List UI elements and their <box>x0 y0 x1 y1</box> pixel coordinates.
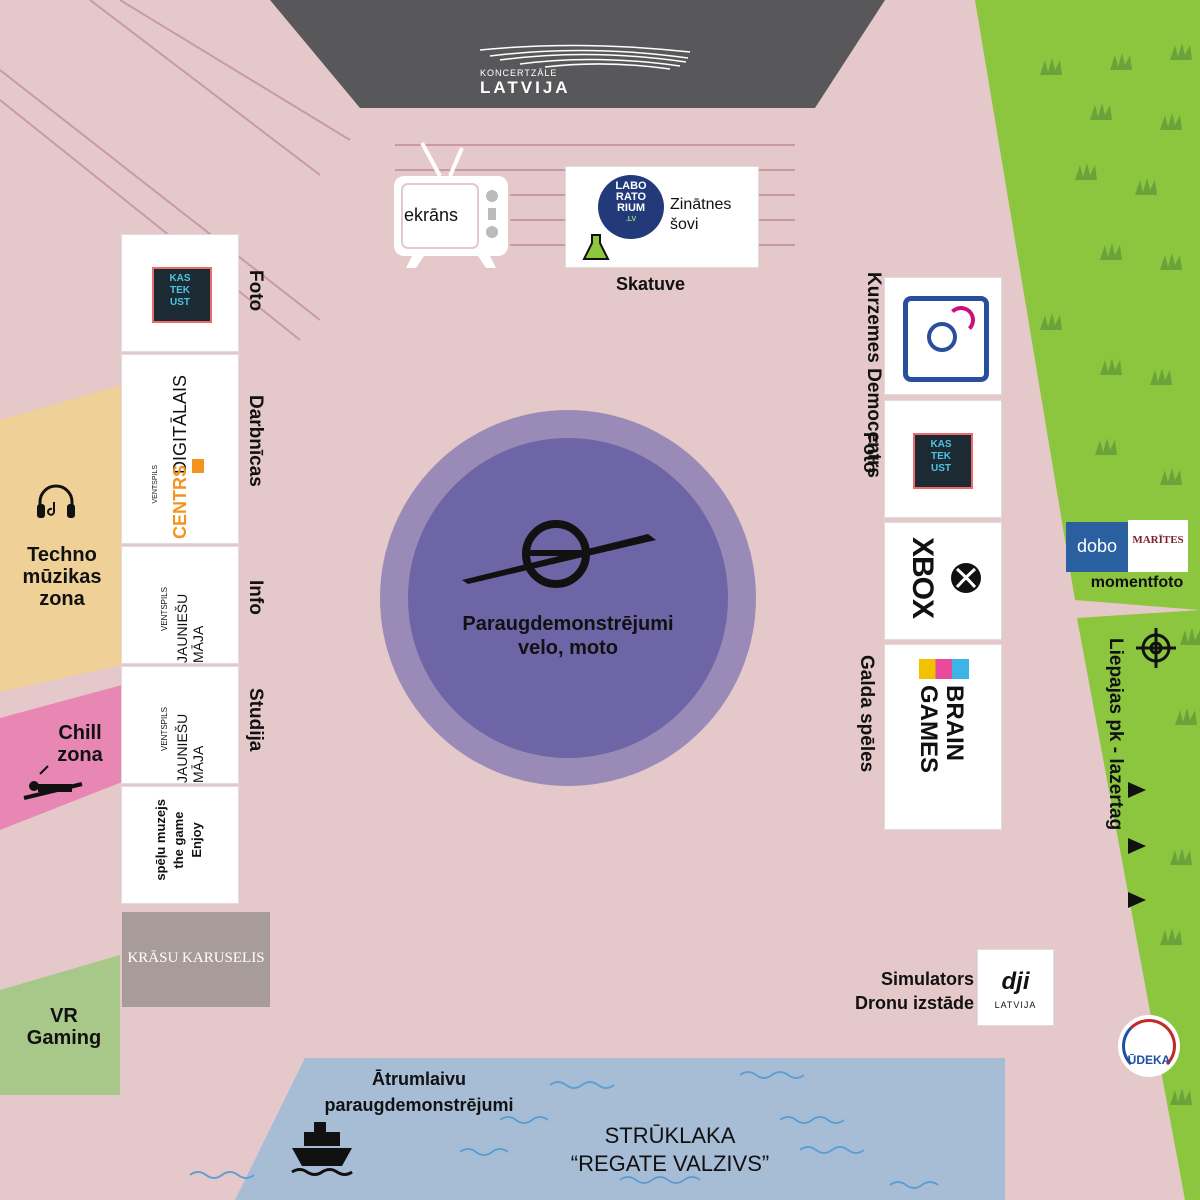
ship-icon <box>291 1122 353 1176</box>
democentrs-logo <box>903 296 989 382</box>
digitalais-logo-small: VENTSPILS <box>152 465 159 504</box>
chill-zone-label: Chill zona <box>57 722 103 766</box>
kurzemes-label: Kurzemes Democentrs <box>863 272 884 478</box>
techno-zone-area <box>0 385 122 692</box>
xbox-icon <box>951 563 981 593</box>
fountain-label: STRŪKLAKA “REGATE VALZIVS” <box>570 1123 770 1176</box>
vr-zone-area <box>0 955 120 1095</box>
digitalais-logo-top: DIGITĀLAIS <box>170 375 190 475</box>
stage-label: Skatuve <box>616 274 686 294</box>
maritas-card[interactable]: MARĪTES <box>1128 520 1188 572</box>
xbox-card[interactable]: XBOX <box>885 523 1001 639</box>
maritas-logo: MARĪTES <box>1132 534 1184 546</box>
headphones-icon <box>37 484 75 518</box>
krasu-karuselis-label: KRĀSU KARUSELIS <box>127 950 265 966</box>
venue-brand-small: KONCERTZĀLE <box>480 68 558 78</box>
science-show-text: Zinātnes šovi <box>670 196 732 233</box>
grass-tufts <box>1040 43 1200 1105</box>
udeka-logo[interactable]: ŪDEKA <box>1118 1015 1180 1077</box>
dobo-logo: dobo <box>1076 536 1118 556</box>
boats-label: Ātrumlaivu paraugdemonstrējumi <box>324 1069 514 1115</box>
lounger-icon <box>23 765 83 800</box>
digitalais-logo-accent <box>192 459 204 473</box>
xbox-label: XBOX <box>906 537 939 619</box>
dji-logo: dji <box>1001 968 1030 995</box>
onewheel-icon <box>462 520 656 588</box>
jauniesu-logo-big: JAUNIEŠU MĀJA <box>174 593 206 663</box>
venue-logo-waves <box>479 44 691 70</box>
kurzemes-democentrs-card[interactable] <box>885 278 1001 394</box>
laboratorium-logo <box>598 175 664 239</box>
galda-speles-label: Galda spēles <box>856 655 877 773</box>
center-demo-label: Paraugdemonstrējumi velo, moto <box>462 613 674 659</box>
chill-zone-area <box>0 685 122 830</box>
water-waves <box>189 1071 939 1189</box>
kastekust-logo <box>152 267 212 323</box>
kastekust-card-left[interactable]: KAS TEK UST <box>122 235 238 351</box>
foto-label-right: Foto <box>859 432 880 474</box>
jauniesu-maja-card-info[interactable]: JAUNIEŠU MĀJA VENTSPILS <box>122 547 238 663</box>
foto-label-left: Foto <box>245 270 266 312</box>
grass-area-top <box>975 0 1200 610</box>
lazertag-label: Liepajas pk - lazertag <box>1105 638 1126 831</box>
laboratorium-card[interactable]: LABO RATO RIUM .LV Zinātnes šovi <box>566 167 758 267</box>
fountain-water <box>235 1058 1005 1200</box>
laboratorium-logo-text: LABO RATO RIUM .LV <box>615 180 647 224</box>
krasu-karuselis-card[interactable]: KRĀSU KARUSELIS <box>122 912 270 1007</box>
brain-games-logo-blocks <box>919 659 969 679</box>
digitalais-centrs-card[interactable]: DIGITĀLAIS CENTRS VENTSPILS <box>122 355 238 543</box>
flask-icon <box>582 234 610 260</box>
simulators-label: Simulators Dronu izstāde <box>854 969 974 1013</box>
vr-zone-label: VR Gaming <box>26 1005 102 1049</box>
udeka-logo-ring <box>1122 1019 1176 1073</box>
jauniesu-logo-small: VENTSPILS <box>160 587 169 632</box>
democentrs-logo-arc <box>947 306 975 334</box>
tv-screen-icon <box>394 142 508 268</box>
kastekust-logo-right <box>913 433 973 489</box>
lazertag-markers <box>1128 782 1146 908</box>
udeka-label: ŪDEKA <box>1127 1053 1171 1067</box>
darbnicas-label: Darbnīcas <box>245 395 266 487</box>
venue-brand-big: LATVIJA <box>480 78 571 97</box>
info-label: Info <box>245 580 266 615</box>
kastekust-logo-right-text: KAS TEK UST <box>930 439 952 474</box>
momentfoto-label: momentfoto <box>1090 574 1184 591</box>
jauniesu-maja-card-studija[interactable]: JAUNIEŠU MĀJA VENTSPILS <box>122 667 238 783</box>
democentrs-logo-eye <box>927 322 957 352</box>
studija-label: Studija <box>245 688 266 752</box>
dji-sub: LATVIJA <box>994 1000 1037 1010</box>
enjoy-the-game-text: spēļu muzejs the game Enjoy <box>153 799 204 881</box>
enjoy-the-game-card[interactable]: spēļu muzejs the game Enjoy <box>122 787 238 903</box>
kastekust-card-right[interactable]: KAS TEK UST <box>885 401 1001 517</box>
digitalais-logo-bottom: CENTRS <box>170 465 190 540</box>
techno-zone-label: Techno mūzikas zona <box>22 544 102 610</box>
screen-label: ekrāns <box>404 205 459 225</box>
kastekust-logo-text: KAS TEK UST <box>169 273 191 308</box>
demo-circle-inner <box>408 438 728 758</box>
venue-logo: KONCERTZĀLE LATVIJA <box>480 68 700 98</box>
dobo-card[interactable]: dobo <box>1066 522 1128 572</box>
jauniesu-logo-small-2: VENTSPILS <box>160 707 169 752</box>
target-icon <box>1136 628 1176 668</box>
jauniesu-logo-big-2: JAUNIEŠU MĀJA <box>174 713 206 783</box>
dji-card[interactable]: dji LATVIJA <box>978 950 1053 1025</box>
